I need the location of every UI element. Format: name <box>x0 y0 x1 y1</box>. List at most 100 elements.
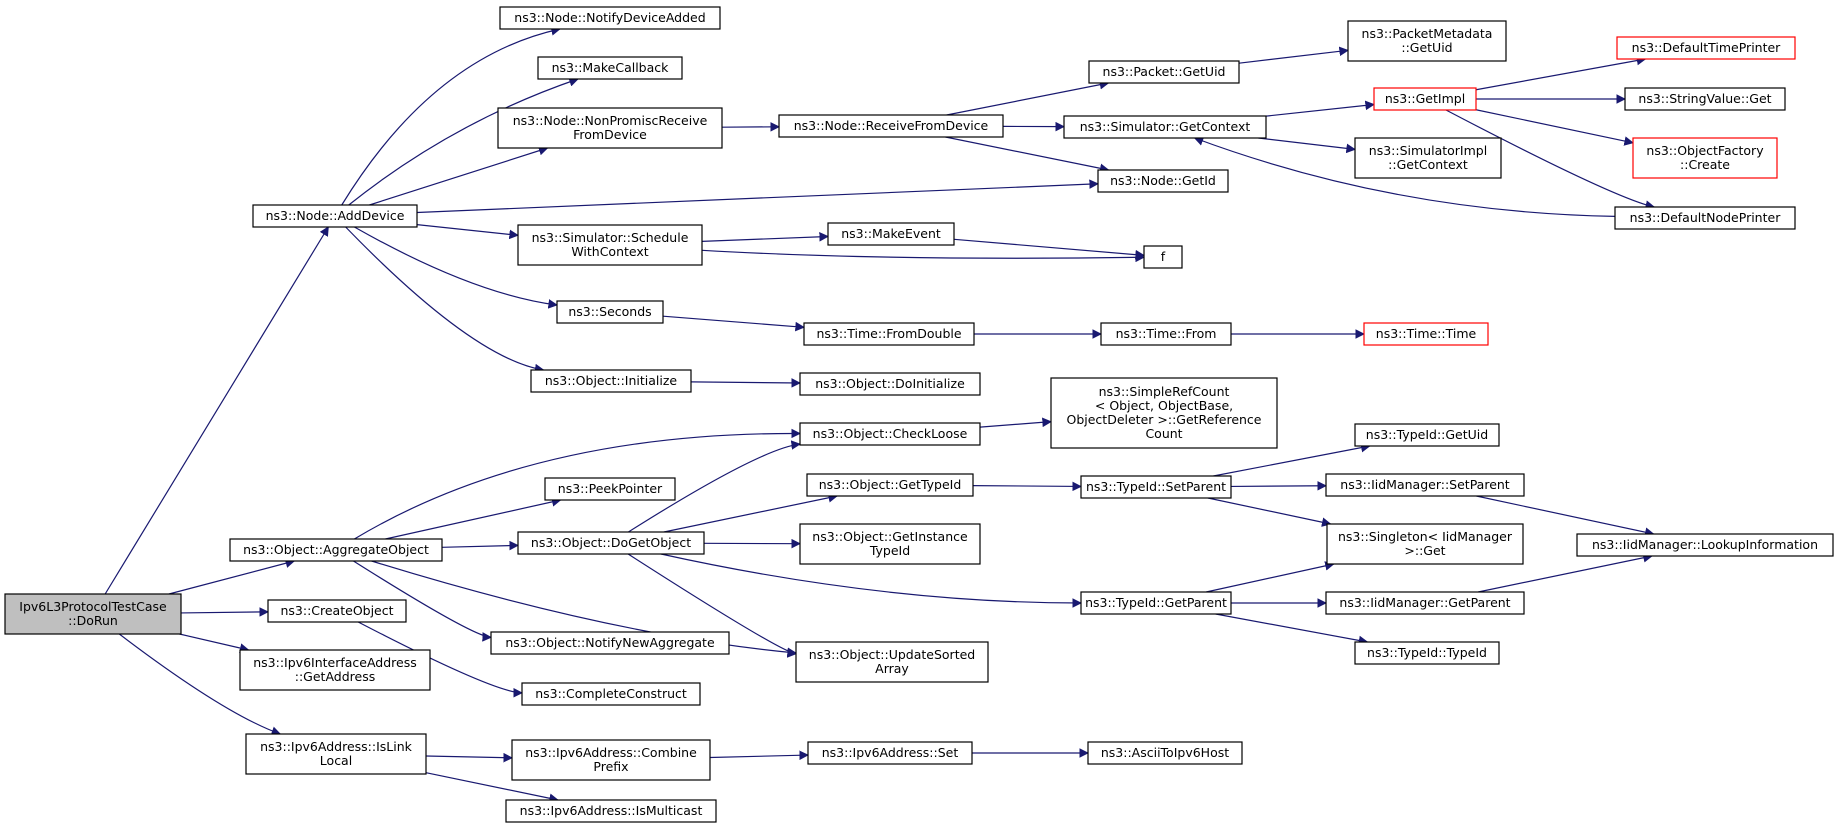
node-label: ns3::Node::NonPromiscReceive <box>513 113 708 128</box>
node-timeTime[interactable]: ns3::Time::Time <box>1363 322 1489 346</box>
node-defaultTimePrinter[interactable]: ns3::DefaultTimePrinter <box>1616 36 1796 60</box>
node-label: ns3::Time::Time <box>1376 326 1477 341</box>
node-label: ns3::PacketMetadata <box>1362 26 1493 41</box>
node-checkLoose[interactable]: ns3::Object::CheckLoose <box>799 422 981 446</box>
node-receiveFromDevice[interactable]: ns3::Node::ReceiveFromDevice <box>778 114 1004 138</box>
node-packetMetadataGetUid[interactable]: ns3::PacketMetadata::GetUid <box>1347 20 1507 62</box>
edge-root-to-isLinkLocal <box>118 633 282 736</box>
node-root[interactable]: Ipv6L3ProtocolTestCase::DoRun <box>4 593 182 635</box>
node-label: ns3::StringValue::Get <box>1638 91 1771 106</box>
edge-defaultNodePrinter-to-simGetContext <box>1193 136 1616 218</box>
node-ipv6Set[interactable]: ns3::Ipv6Address::Set <box>807 741 973 765</box>
node-seconds[interactable]: ns3::Seconds <box>556 300 664 324</box>
node-ipv6IfaceGetAddress[interactable]: ns3::Ipv6InterfaceAddress::GetAddress <box>239 649 431 691</box>
edge-addDevice-to-notifyDeviceAdded <box>341 26 561 206</box>
node-label: ns3::Node::GetId <box>1110 173 1216 188</box>
node-simGetContext[interactable]: ns3::Simulator::GetContext <box>1063 115 1267 139</box>
edge-seconds-to-timeFromDouble <box>662 315 805 332</box>
node-objDoInitialize[interactable]: ns3::Object::DoInitialize <box>799 372 981 396</box>
node-typeIdGetParent[interactable]: ns3::TypeId::GetParent <box>1080 591 1232 615</box>
node-peekPointer[interactable]: ns3::PeekPointer <box>544 477 676 501</box>
edge-simGetContext-to-getImpl <box>1265 100 1375 117</box>
node-box <box>1363 322 1489 346</box>
node-f[interactable]: f <box>1143 245 1183 269</box>
edge-aggregateObject-to-updateSortedArray <box>371 560 797 657</box>
node-label: ns3::Node::ReceiveFromDevice <box>794 118 989 133</box>
node-asciiToIpv6Host[interactable]: ns3::AsciiToIpv6Host <box>1087 741 1243 765</box>
node-label: ns3::IidManager::LookupInformation <box>1592 537 1818 552</box>
node-makeCallback[interactable]: ns3::MakeCallback <box>537 56 683 80</box>
node-box <box>497 107 723 149</box>
node-defaultNodePrinter[interactable]: ns3::DefaultNodePrinter <box>1614 206 1796 230</box>
node-timeFrom[interactable]: ns3::Time::From <box>1100 322 1232 346</box>
node-stringValueGet[interactable]: ns3::StringValue::Get <box>1624 87 1786 111</box>
node-label: ns3::ObjectFactory <box>1646 143 1764 158</box>
node-box <box>1576 533 1834 557</box>
edge-iidSetParent-to-iidLookup <box>1476 495 1655 537</box>
edge-checkLoose-to-simpleRefCount <box>979 417 1052 428</box>
node-label: ns3::Object::DoInitialize <box>815 376 965 391</box>
node-notifyNewAggregate[interactable]: ns3::Object::NotifyNewAggregate <box>490 631 730 655</box>
edge-objInitialize-to-objDoInitialize <box>690 378 801 388</box>
edge-addDevice-to-nonPromisc <box>369 146 549 206</box>
node-iidSetParent[interactable]: ns3::IidManager::SetParent <box>1325 473 1525 497</box>
node-box <box>1326 523 1524 565</box>
node-label: ns3::SimulatorImpl <box>1369 143 1487 158</box>
node-iidLookup[interactable]: ns3::IidManager::LookupInformation <box>1576 533 1834 557</box>
node-label: ns3::AsciiToIpv6Host <box>1101 745 1229 760</box>
node-typeIdTypeId[interactable]: ns3::TypeId::TypeId <box>1354 641 1500 665</box>
node-box <box>4 593 182 635</box>
node-label: ns3::Object::CheckLoose <box>813 426 968 441</box>
node-label: ns3::Object::UpdateSorted <box>809 647 975 662</box>
node-singletonGet[interactable]: ns3::Singleton< IidManager>::Get <box>1326 523 1524 565</box>
node-box <box>517 224 703 266</box>
node-box <box>521 682 701 706</box>
node-addDevice[interactable]: ns3::Node::AddDevice <box>252 204 418 228</box>
node-isMulticast[interactable]: ns3::Ipv6Address::IsMulticast <box>505 799 717 823</box>
node-simImplGetContext[interactable]: ns3::SimulatorImpl::GetContext <box>1354 137 1502 179</box>
node-completeConstruct[interactable]: ns3::CompleteConstruct <box>521 682 701 706</box>
node-objInitialize[interactable]: ns3::Object::Initialize <box>530 369 692 393</box>
node-simpleRefCount[interactable]: ns3::SimpleRefCount< Object, ObjectBase,… <box>1050 377 1278 449</box>
node-notifyDeviceAdded[interactable]: ns3::Node::NotifyDeviceAdded <box>499 6 721 30</box>
node-packetGetUid[interactable]: ns3::Packet::GetUid <box>1088 60 1240 84</box>
edge-addDevice-to-seconds <box>354 226 558 309</box>
node-label: WithContext <box>571 244 648 259</box>
edge-addDevice-to-makeCallback <box>348 77 579 206</box>
node-label: ns3::Ipv6Address::Combine <box>525 745 697 760</box>
node-label: Local <box>320 753 352 768</box>
edge-receiveFromDevice-to-packetGetUid <box>946 79 1110 116</box>
node-box <box>537 56 683 80</box>
node-nodeGetId[interactable]: ns3::Node::GetId <box>1097 169 1229 193</box>
node-label: ns3::IidManager::SetParent <box>1340 477 1510 492</box>
edge-root-to-aggregateObject <box>168 558 296 595</box>
node-typeIdSetParent[interactable]: ns3::TypeId::SetParent <box>1080 475 1232 499</box>
edge-root-to-createObject <box>180 607 269 617</box>
node-getTypeId[interactable]: ns3::Object::GetTypeId <box>806 473 974 497</box>
edge-iidGetParent-to-iidLookup <box>1477 553 1653 593</box>
node-iidGetParent[interactable]: ns3::IidManager::GetParent <box>1325 591 1525 615</box>
node-label: ns3::Object::GetTypeId <box>819 477 962 492</box>
node-label: FromDevice <box>573 127 647 142</box>
node-box <box>1080 591 1232 615</box>
node-doGetObject[interactable]: ns3::Object::DoGetObject <box>517 531 705 555</box>
node-box <box>1097 169 1229 193</box>
node-label: ns3::Object::Initialize <box>545 373 678 388</box>
node-label: ns3::TypeId::SetParent <box>1086 479 1226 494</box>
node-typeIdGetUid[interactable]: ns3::TypeId::GetUid <box>1354 423 1500 447</box>
node-objectFactoryCreate[interactable]: ns3::ObjectFactory::Create <box>1632 137 1778 179</box>
node-aggregateObject[interactable]: ns3::Object::AggregateObject <box>229 538 443 562</box>
node-box <box>803 322 975 346</box>
node-label: TypeId <box>869 543 910 558</box>
node-createObject[interactable]: ns3::CreateObject <box>267 599 407 623</box>
edge-createObject-to-completeConstruct <box>357 621 523 698</box>
node-makeEvent[interactable]: ns3::MakeEvent <box>827 222 955 246</box>
node-getImpl[interactable]: ns3::GetImpl <box>1373 87 1477 111</box>
node-timeFromDouble[interactable]: ns3::Time::FromDouble <box>803 322 975 346</box>
